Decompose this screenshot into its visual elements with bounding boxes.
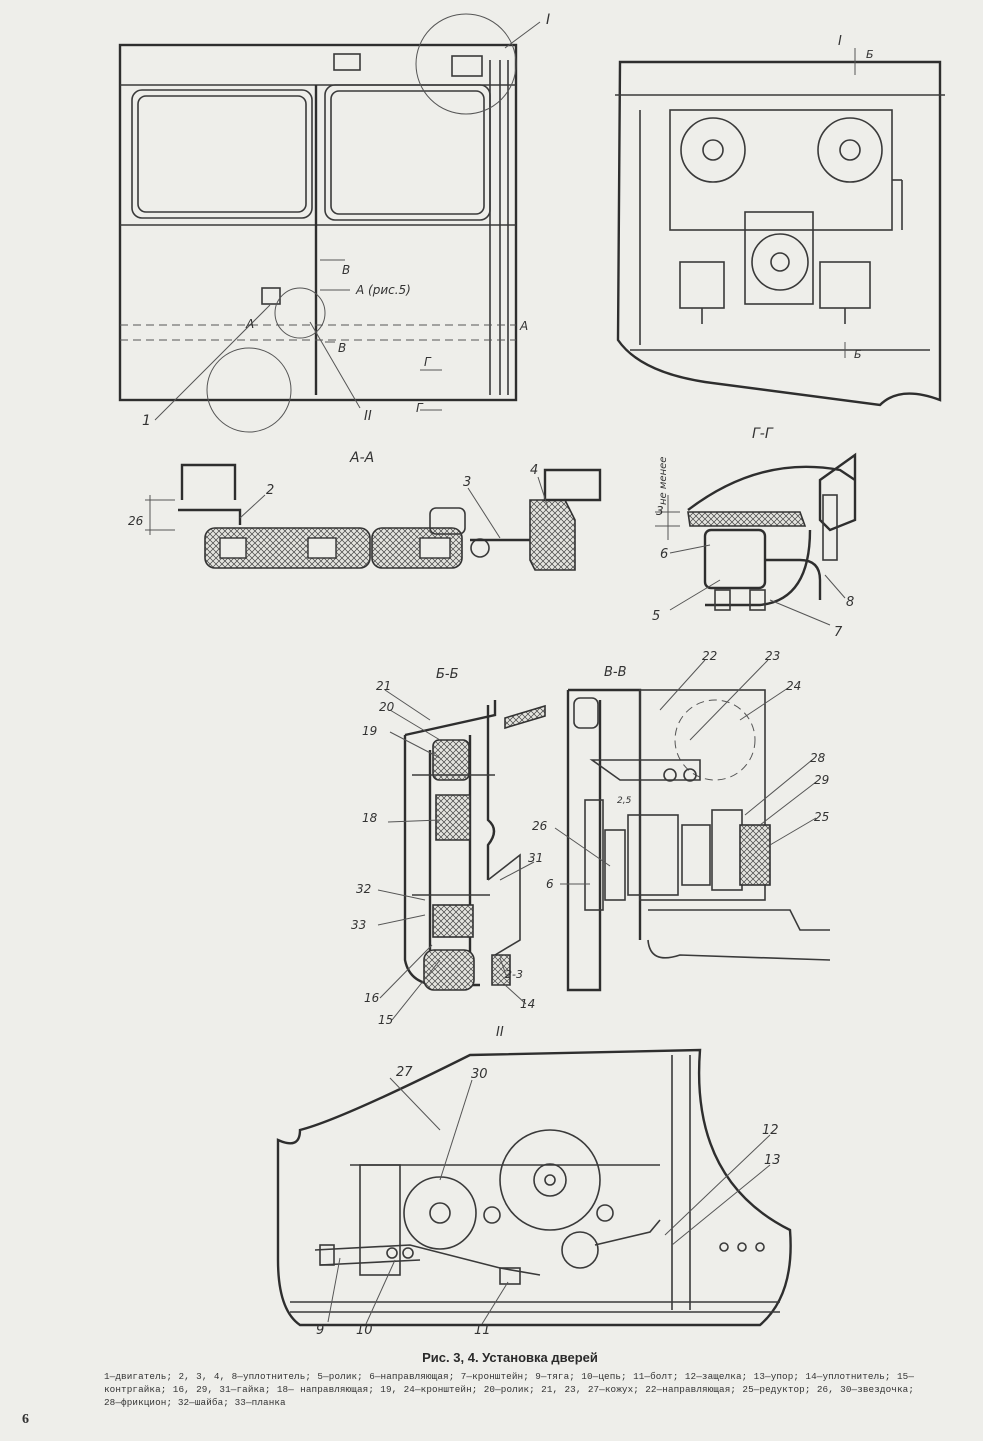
- section-mark-A-right: A: [519, 319, 528, 333]
- section-AA-callout-3: 3: [463, 475, 471, 490]
- section-BB-callout-31: 31: [528, 851, 543, 865]
- detail-II-callout-9: 9: [316, 1323, 324, 1338]
- section-BB-callout-19: 19: [362, 724, 377, 738]
- section-mark-G-top: Г: [424, 355, 432, 369]
- section-GG-callout-7: 7: [834, 625, 843, 640]
- section-BB-callout-15: 15: [378, 1013, 393, 1027]
- detail-II-callout-27: 27: [396, 1065, 413, 1080]
- section-BB-view: Б-Б 21 20 19 18 32 33 16 15 31 2-3: [351, 667, 546, 1027]
- detail-I-title: I: [838, 34, 842, 49]
- detail-II-callout-11: 11: [474, 1323, 491, 1338]
- section-AA-callout-2: 2: [266, 483, 274, 498]
- section-BB-callout-14: 14: [520, 997, 535, 1011]
- section-VV-callout-25: 25: [814, 810, 829, 824]
- section-BB-callout-20: 20: [379, 700, 395, 714]
- section-AA-dimension-26: 26: [128, 514, 144, 528]
- section-mark-A-left: A: [245, 317, 254, 331]
- section-GG-view: Г-Г 3 не менее 6 5 8 7: [652, 426, 857, 640]
- detail-II-callout-13: 13: [764, 1153, 781, 1168]
- section-GG-dimension-note: не менее: [658, 457, 669, 505]
- section-VV-title: В-В: [604, 665, 627, 680]
- detail-I-mark-B-top: Б: [866, 48, 874, 61]
- section-VV-callout-23: 23: [765, 649, 780, 663]
- section-AA-title: А-А: [349, 450, 374, 466]
- section-AA-view: А-А 26 2 3 4: [128, 450, 602, 571]
- door-callout-I: I: [546, 12, 550, 28]
- detail-II-view: II 27 30 12 13 9: [276, 1025, 792, 1338]
- section-VV-callout-26: 26: [532, 819, 548, 833]
- detail-I-mark-B-bottom: Б: [854, 348, 862, 361]
- door-callout-II: II: [364, 409, 372, 424]
- section-GG-dimension-3: 3: [656, 504, 664, 518]
- section-VV-view: В-В 22 23 24 28 29 25 26 6 2,5: [532, 649, 831, 992]
- detail-II-callout-12: 12: [762, 1123, 779, 1138]
- section-BB-title: Б-Б: [436, 667, 459, 682]
- section-BB-callout-16: 16: [364, 991, 380, 1005]
- section-VV-callout-28: 28: [810, 751, 826, 765]
- section-BB-callout-18: 18: [362, 811, 378, 825]
- section-GG-callout-8: 8: [846, 595, 854, 610]
- section-BB-callout-32: 32: [356, 882, 371, 896]
- section-VV-callout-22: 22: [702, 649, 717, 663]
- section-VV-callout-6: 6: [546, 877, 554, 891]
- detail-II-title: II: [496, 1025, 504, 1040]
- figure-legend: 1—двигатель; 2, 3, 4, 8—уплотнитель; 5—р…: [104, 1371, 914, 1408]
- page-number: 6: [22, 1412, 29, 1427]
- door-view: 1 II I A A B B Г Г A (рис.5): [118, 12, 550, 433]
- section-mark-G-bottom: Г: [416, 401, 424, 415]
- section-mark-B-bottom: B: [338, 341, 346, 355]
- detail-II-callout-10: 10: [356, 1323, 373, 1338]
- section-GG-callout-5: 5: [652, 609, 660, 624]
- door-callout-1: 1: [142, 413, 151, 429]
- figure-caption: Рис. 3, 4. Установка дверей: [422, 1350, 598, 1365]
- section-BB-callout-2-3: 2-3: [505, 968, 523, 981]
- section-GG-title: Г-Г: [752, 426, 774, 442]
- section-BB-callout-33: 33: [351, 918, 366, 932]
- detail-II-callout-30: 30: [471, 1067, 488, 1082]
- section-VV-callout-29: 29: [814, 773, 829, 787]
- section-BB-callout-21: 21: [376, 679, 391, 693]
- section-VV-callout-24: 24: [786, 679, 801, 693]
- section-GG-callout-6: 6: [660, 547, 668, 562]
- section-AA-callout-4: 4: [530, 463, 538, 478]
- section-VV-dimension-2-5: 2,5: [617, 796, 632, 806]
- section-mark-B-top: B: [342, 263, 350, 277]
- door-note-fig5: A (рис.5): [355, 283, 411, 297]
- detail-I-view: I Б Б: [615, 34, 945, 407]
